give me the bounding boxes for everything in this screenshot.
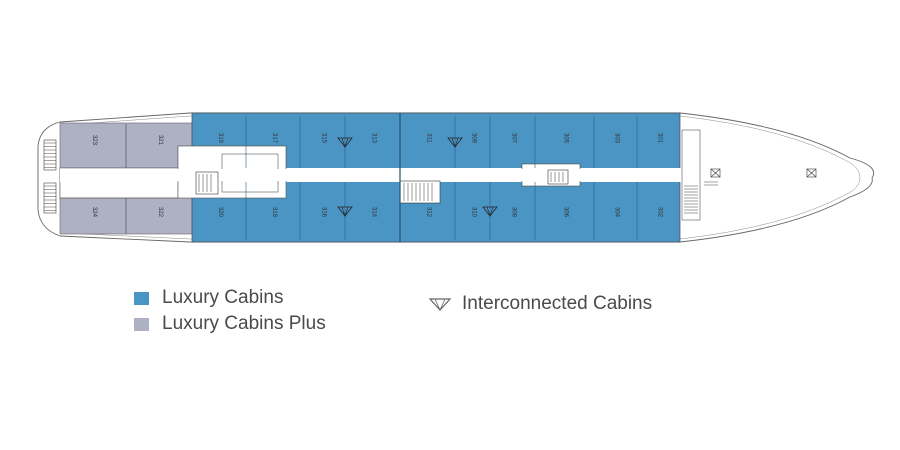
- cabin-number: 319: [217, 133, 223, 144]
- corridor-fill: [60, 169, 682, 181]
- legend-interconnected-label: Interconnected Cabins: [462, 293, 653, 314]
- cabin-number: 321: [157, 135, 163, 146]
- cabin-number: 323: [91, 135, 97, 146]
- cabin-number: 317: [271, 133, 277, 144]
- hull-inner-line: [63, 115, 861, 240]
- cabin-number: 312: [426, 207, 432, 218]
- legend-luxury-plus: Luxury Cabins Plus: [134, 313, 326, 335]
- cabin-number: 313: [371, 133, 377, 144]
- crossed-box-icon: [710, 168, 817, 178]
- cabin-number: 301: [657, 133, 663, 144]
- cabin-number: 305: [563, 133, 569, 144]
- cabin-number: 320: [217, 207, 223, 218]
- cabin-labels: 319 317 315 313 311 309 307 305 303 301 320 318 316 3…: [91, 133, 663, 218]
- cabin-number: 316: [321, 207, 327, 218]
- bow-equipment-lines: [684, 185, 698, 214]
- cabin-number: 324: [91, 207, 97, 218]
- bow-equipment: [681, 129, 701, 221]
- stern-railing: [43, 139, 57, 214]
- cabin-number: 318: [271, 207, 277, 218]
- diamond-icon: [337, 206, 353, 217]
- bow-railing: [704, 181, 718, 186]
- diamond-icon: [482, 206, 498, 217]
- cabin-number: 310: [471, 207, 477, 218]
- cabin-number: 315: [321, 133, 327, 144]
- legend-luxury-plus-label: Luxury Cabins Plus: [162, 313, 326, 334]
- cabin-number: 307: [511, 133, 517, 144]
- diamond-icon: [447, 137, 463, 148]
- diamond-icon: [428, 298, 452, 311]
- legend-interconnected: Interconnected Cabins: [428, 293, 652, 315]
- cabin-number: 308: [511, 207, 517, 218]
- cabin-number: 322: [157, 207, 163, 218]
- cabin-number: 302: [657, 207, 663, 218]
- legend-luxury-label: Luxury Cabins: [162, 287, 284, 308]
- cabin-number: 303: [614, 133, 620, 144]
- interconnect-markers: [337, 137, 498, 217]
- cabin-number: 311: [426, 133, 432, 143]
- luxury-swatch: [134, 291, 149, 305]
- diamond-icon: [337, 137, 353, 148]
- stair-lines: [198, 172, 564, 201]
- cabin-number: 306: [563, 207, 569, 218]
- cabin-dividers: [125, 113, 638, 242]
- stern-railing-lines: [44, 142, 56, 211]
- cabin-number: 309: [471, 133, 477, 144]
- legend-luxury: Luxury Cabins: [134, 287, 283, 309]
- cabin-number: 314: [371, 207, 377, 218]
- cabin-number: 304: [614, 207, 620, 218]
- luxury-plus-swatch: [134, 317, 149, 331]
